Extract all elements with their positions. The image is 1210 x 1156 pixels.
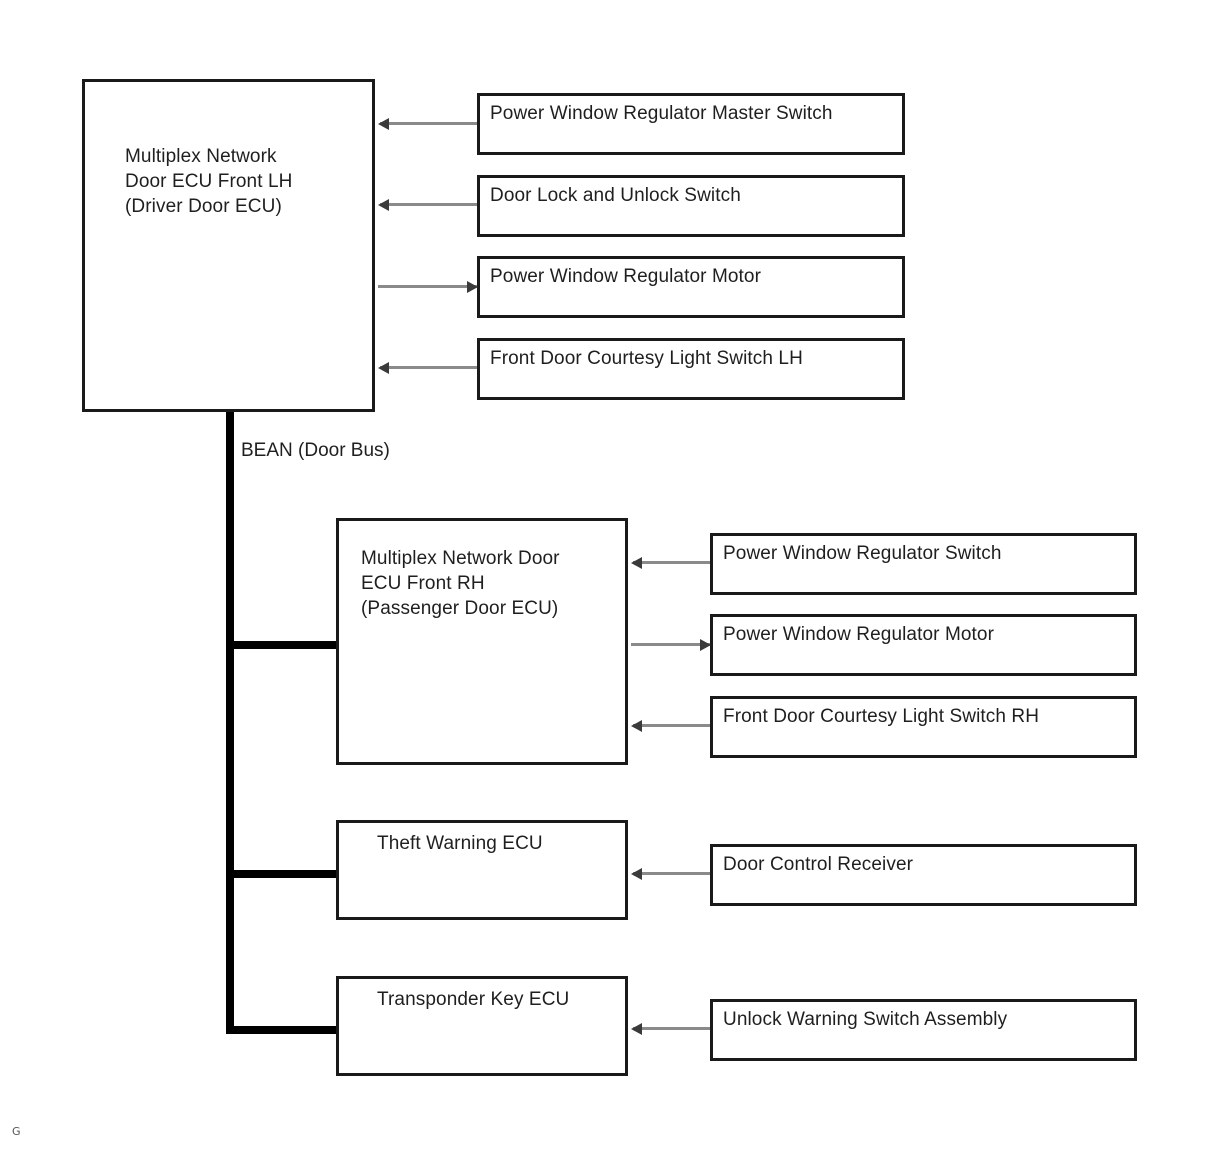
connector-door-control-receiver (633, 872, 710, 875)
node-theft-warning-ecu-label: Theft Warning ECU (377, 833, 543, 854)
node-driver-door-ecu[interactable]: Multiplex Network Door ECU Front LH (Dri… (82, 79, 375, 412)
bean-bus-label: BEAN (Door Bus) (241, 440, 390, 461)
arrow-head-door-control-receiver-icon (631, 868, 642, 880)
node-front-door-courtesy-light-switch-rh[interactable]: Front Door Courtesy Light Switch RH (710, 696, 1137, 758)
connector-courtesy-light-lh (380, 366, 477, 369)
connector-unlock-warning-switch (633, 1027, 710, 1030)
arrow-head-regulator-switch-icon (631, 557, 642, 569)
bean-bus-branch-passenger (226, 641, 339, 649)
node-transponder-key-ecu-label: Transponder Key ECU (377, 989, 570, 1010)
node-unlock-warning-switch-assembly[interactable]: Unlock Warning Switch Assembly (710, 999, 1137, 1061)
connector-regulator-motor-lh (378, 285, 477, 288)
arrow-head-master-switch-icon (378, 118, 389, 130)
node-door-control-receiver[interactable]: Door Control Receiver (710, 844, 1137, 906)
node-driver-door-ecu-label: Multiplex Network Door ECU Front LH (Dri… (125, 146, 293, 217)
node-door-lock-and-unlock-switch-label: Door Lock and Unlock Switch (490, 185, 741, 206)
node-front-door-courtesy-light-switch-lh-label: Front Door Courtesy Light Switch LH (490, 348, 803, 369)
arrow-head-door-lock-switch-icon (378, 199, 389, 211)
node-front-door-courtesy-light-switch-rh-label: Front Door Courtesy Light Switch RH (723, 706, 1040, 727)
node-passenger-door-ecu[interactable]: Multiplex Network Door ECU Front RH (Pas… (336, 518, 628, 765)
node-transponder-key-ecu[interactable]: Transponder Key ECU (336, 976, 628, 1076)
node-power-window-regulator-master-switch[interactable]: Power Window Regulator Master Switch (477, 93, 905, 155)
connector-regulator-switch (633, 561, 710, 564)
node-theft-warning-ecu[interactable]: Theft Warning ECU (336, 820, 628, 920)
bean-bus-trunk (226, 412, 234, 1034)
node-power-window-regulator-switch-label: Power Window Regulator Switch (723, 543, 1002, 564)
bean-bus-branch-theft (226, 870, 339, 878)
arrow-head-regulator-motor-lh-icon (467, 281, 478, 293)
node-power-window-regulator-switch[interactable]: Power Window Regulator Switch (710, 533, 1137, 595)
node-front-door-courtesy-light-switch-lh[interactable]: Front Door Courtesy Light Switch LH (477, 338, 905, 400)
arrow-head-unlock-warning-switch-icon (631, 1023, 642, 1035)
node-power-window-regulator-motor-lh-label: Power Window Regulator Motor (490, 266, 762, 287)
connector-regulator-motor-rh (631, 643, 710, 646)
connector-master-switch (380, 122, 477, 125)
node-door-lock-and-unlock-switch[interactable]: Door Lock and Unlock Switch (477, 175, 905, 237)
connector-courtesy-light-rh (633, 724, 710, 727)
node-power-window-regulator-master-switch-label: Power Window Regulator Master Switch (490, 103, 833, 124)
arrow-head-regulator-motor-rh-icon (700, 639, 711, 651)
node-passenger-door-ecu-label: Multiplex Network Door ECU Front RH (Pas… (361, 548, 560, 619)
node-unlock-warning-switch-assembly-label: Unlock Warning Switch Assembly (723, 1009, 1008, 1030)
node-power-window-regulator-motor-lh[interactable]: Power Window Regulator Motor (477, 256, 905, 318)
bean-bus-branch-transponder (226, 1026, 339, 1034)
arrow-head-courtesy-light-rh-icon (631, 720, 642, 732)
node-power-window-regulator-motor-rh[interactable]: Power Window Regulator Motor (710, 614, 1137, 676)
corner-mark: G (12, 1125, 21, 1138)
connector-door-lock-switch (380, 203, 477, 206)
arrow-head-courtesy-light-lh-icon (378, 362, 389, 374)
node-power-window-regulator-motor-rh-label: Power Window Regulator Motor (723, 624, 995, 645)
node-door-control-receiver-label: Door Control Receiver (723, 854, 914, 875)
